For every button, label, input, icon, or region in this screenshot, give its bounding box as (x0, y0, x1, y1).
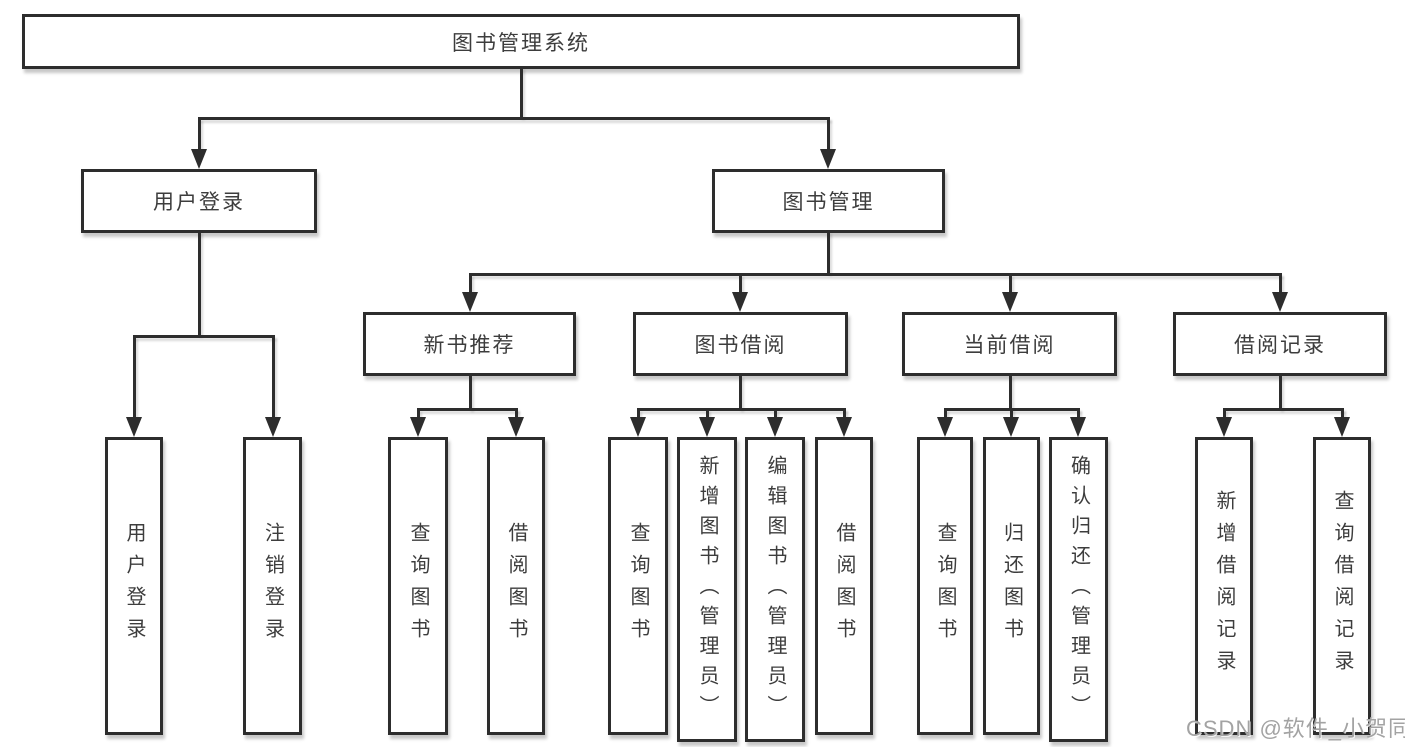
connector-leaf-stem (637, 410, 640, 420)
connector-leaf-stem (706, 410, 709, 420)
leaf-recommend-query-books: 查询图书 (388, 437, 448, 735)
leaf-current-confirm-return-admin: 确认归还（管理员） (1049, 437, 1108, 742)
connector-level3-rail (469, 273, 1282, 276)
connector-current-rail (944, 408, 1080, 411)
connector-current-down (1009, 376, 1012, 410)
arrowhead-leaf-icon (767, 417, 783, 437)
arrowhead-leaf-login-icon (126, 417, 142, 437)
connector-records-down (1279, 376, 1282, 410)
node-root-label: 图书管理系统 (452, 31, 590, 55)
connector-user-login-stem (198, 119, 201, 153)
connector-recommend-down (469, 376, 472, 410)
connector-leaf-stem (774, 410, 777, 420)
connector-borrow-stem (739, 275, 742, 295)
leaf-label: 借阅图书 (833, 522, 855, 650)
leaf-label: 编辑图书（管理员） (764, 454, 786, 725)
arrowhead-leaf-icon (1003, 417, 1019, 437)
leaf-label: 注销登录 (261, 522, 284, 650)
connector-root-stem (520, 68, 523, 118)
node-borrow-records: 借阅记录 (1173, 312, 1387, 376)
connector-recommend-rail (417, 408, 518, 411)
arrowhead-leaf-icon (1070, 417, 1086, 437)
node-new-book-recommend: 新书推荐 (363, 312, 576, 376)
leaf-label: 新增图书（管理员） (696, 454, 718, 725)
connector-leaf-stem (843, 410, 846, 420)
arrowhead-leaf-icon (410, 417, 426, 437)
connector-leaf-stem (1223, 410, 1226, 420)
connector-borrow-down (739, 376, 742, 410)
arrowhead-leaf-icon (630, 417, 646, 437)
leaf-records-add-record: 新增借阅记录 (1195, 437, 1253, 735)
leaf-label: 用户登录 (123, 522, 145, 650)
leaf-borrow-add-books-admin: 新增图书（管理员） (677, 437, 737, 742)
leaf-label: 借阅图书 (505, 522, 527, 650)
leaf-borrow-query-books: 查询图书 (608, 437, 668, 735)
leaf-label: 查询图书 (627, 522, 649, 650)
connector-recommend-stem (469, 275, 472, 295)
connector-current-stem (1009, 275, 1012, 295)
node-book-borrow: 图书借阅 (633, 312, 848, 376)
arrowhead-leaf-icon (699, 417, 715, 437)
arrowhead-leaf-icon (836, 417, 852, 437)
connector-mgmt-stem (827, 232, 830, 274)
connector-leaf-stem (1341, 410, 1344, 420)
leaf-label: 查询图书 (407, 522, 429, 650)
arrowhead-user-login-icon (191, 149, 207, 169)
leaf-user-login: 用户登录 (105, 437, 163, 735)
connector-level1-rail (198, 117, 830, 120)
arrowhead-leaf-icon (508, 417, 524, 437)
arrowhead-leaf-logout-icon (265, 417, 281, 437)
node-book-mgmt-label: 图书管理 (782, 191, 875, 214)
connector-records-stem (1279, 275, 1282, 295)
node-book-mgmt: 图书管理 (712, 169, 945, 233)
leaf-borrow-edit-books-admin: 编辑图书（管理员） (745, 437, 805, 742)
connector-leaf-stem (1010, 410, 1013, 420)
watermark: CSDN @软件_小贺同学 (1186, 716, 1405, 741)
node-current-borrow-label: 当前借阅 (963, 334, 1056, 357)
node-root: 图书管理系统 (22, 14, 1020, 69)
leaf-borrow-borrow-books: 借阅图书 (815, 437, 873, 735)
connector-leaf-login-stem (133, 337, 136, 421)
leaf-current-return-books: 归还图书 (983, 437, 1040, 735)
leaf-records-query-record: 查询借阅记录 (1313, 437, 1371, 735)
connector-leaf-logout-stem (272, 337, 275, 421)
leaf-label: 新增借阅记录 (1213, 490, 1235, 682)
leaf-label: 查询借阅记录 (1331, 490, 1353, 682)
leaf-label: 查询图书 (934, 522, 956, 650)
node-borrow-records-label: 借阅记录 (1234, 334, 1326, 357)
leaf-label: 确认归还（管理员） (1067, 454, 1090, 725)
connector-leaf-stem (1077, 410, 1080, 420)
arrowhead-recommend-icon (462, 292, 478, 312)
connector-records-rail (1223, 408, 1344, 411)
arrowhead-borrow-icon (732, 292, 748, 312)
connector-book-mgmt-stem (827, 119, 830, 153)
arrowhead-leaf-icon (1334, 417, 1350, 437)
connector-user-subtree-rail (133, 335, 275, 338)
node-user-login: 用户登录 (81, 169, 317, 233)
connector-leaf-stem (417, 410, 420, 420)
arrowhead-leaf-icon (937, 417, 953, 437)
leaf-logout-login: 注销登录 (243, 437, 302, 735)
leaf-current-query-books: 查询图书 (917, 437, 973, 735)
leaf-label: 归还图书 (1000, 522, 1023, 650)
arrowhead-book-mgmt-icon (820, 149, 836, 169)
node-book-borrow-label: 图书借阅 (694, 334, 787, 357)
arrowhead-leaf-icon (1216, 417, 1232, 437)
node-current-borrow: 当前借阅 (902, 312, 1117, 376)
node-user-login-label: 用户登录 (153, 191, 245, 214)
arrowhead-current-icon (1002, 292, 1018, 312)
node-new-book-recommend-label: 新书推荐 (423, 334, 516, 357)
connector-leaf-stem (944, 410, 947, 420)
connector-borrow-rail (637, 408, 846, 411)
leaf-recommend-borrow-books: 借阅图书 (487, 437, 545, 735)
connector-user-subtree-stem (198, 232, 201, 336)
arrowhead-records-icon (1272, 292, 1288, 312)
connector-leaf-stem (515, 410, 518, 420)
